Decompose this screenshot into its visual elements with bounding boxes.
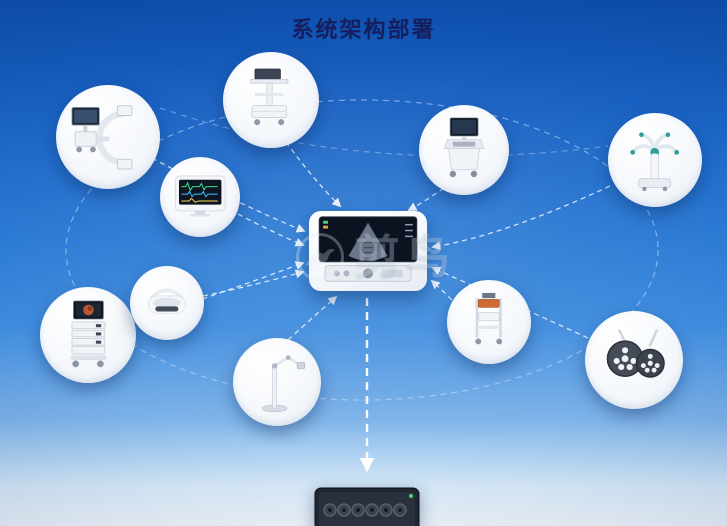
server-rack-icon <box>314 487 420 526</box>
c-arm-xray-icon <box>71 105 133 170</box>
node-surgical-robot <box>608 113 702 207</box>
node-c-arm-xray <box>56 85 160 189</box>
patient-monitor-icon <box>174 175 226 217</box>
node-equipment-cart <box>447 280 531 364</box>
node-server-rack <box>314 487 420 526</box>
page-title: 系统架构部署 <box>291 17 436 42</box>
node-workstation-cart <box>223 52 319 148</box>
surgical-lights-icon <box>606 328 665 378</box>
node-surgical-arm-stand <box>233 338 321 426</box>
surgical-arm-stand-icon <box>261 354 305 412</box>
ultrasound-machine-icon <box>443 117 485 178</box>
node-patient-monitor <box>160 157 240 237</box>
node-ultrasound-machine <box>419 105 509 195</box>
endoscopy-tower-icon <box>70 300 106 367</box>
vr-headset-icon <box>148 288 186 314</box>
node-vr-headset <box>130 266 204 340</box>
medical-cart-icon <box>249 68 288 125</box>
imaging-console-icon <box>318 216 418 282</box>
equipment-cart-icon <box>475 293 503 345</box>
node-surgical-lights <box>585 311 683 409</box>
node-central-imaging-console <box>309 211 427 291</box>
node-endoscopy-tower <box>40 287 136 383</box>
surgical-robot-icon <box>630 132 680 192</box>
